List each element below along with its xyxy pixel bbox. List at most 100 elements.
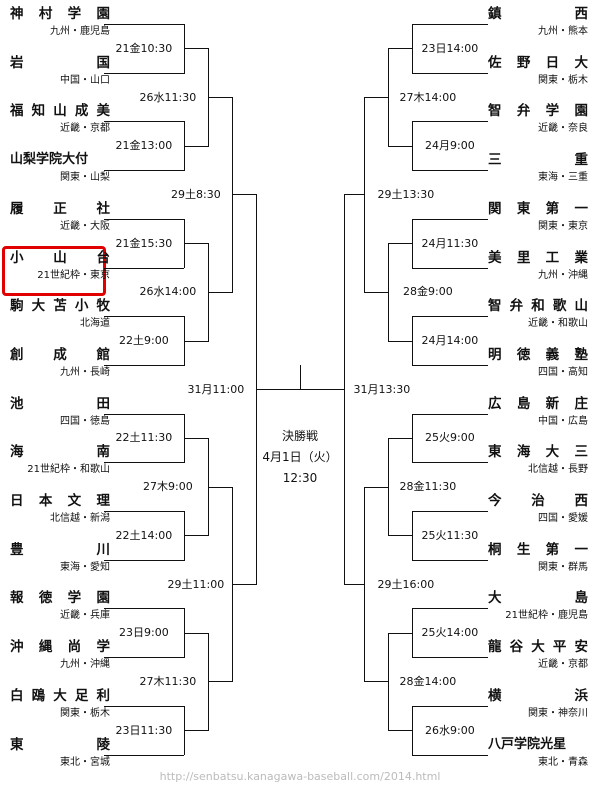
bracket-line bbox=[412, 121, 488, 123]
bracket-line bbox=[412, 413, 488, 415]
team-name: 三重 bbox=[488, 152, 588, 169]
bracket-line bbox=[412, 170, 488, 172]
team-region: 九州・鹿児島 bbox=[50, 26, 110, 37]
left-r1-time: 22土11:30 bbox=[114, 431, 174, 445]
bracket-line bbox=[184, 632, 208, 634]
right-r3-time: 29土13:30 bbox=[376, 187, 436, 201]
team-region: 北信越・新潟 bbox=[50, 513, 110, 524]
bracket-line bbox=[104, 511, 184, 512]
team-region: 21世紀枠・鹿児島 bbox=[505, 610, 588, 622]
right-r2-time: 28金9:00 bbox=[402, 285, 454, 299]
right-r1-time: 25火14:00 bbox=[420, 626, 480, 640]
right-team-2: 佐野日大関東・栃木 bbox=[488, 52, 588, 96]
team-name: 東海大三 bbox=[488, 444, 588, 461]
left-r1-time: 23日11:30 bbox=[114, 723, 174, 737]
final-info: 決勝戦 4月1日（火） 12:30 bbox=[262, 426, 338, 489]
team-name: 沖縄尚学 bbox=[10, 639, 110, 656]
bracket-line bbox=[364, 681, 388, 683]
bracket-line bbox=[104, 559, 184, 561]
left-team-16: 東陵東北・宮城 bbox=[10, 734, 110, 778]
right-team-13: 大島 21世紀枠・鹿児島 bbox=[488, 587, 588, 631]
bracket-line bbox=[104, 72, 184, 74]
bracket-line bbox=[232, 194, 256, 196]
bracket-line bbox=[104, 121, 184, 123]
team-name: 福知山成美 bbox=[10, 103, 110, 120]
team-name: 桐生第一 bbox=[488, 541, 588, 558]
bracket-line bbox=[208, 97, 232, 99]
bracket-line bbox=[184, 243, 208, 245]
bracket-line bbox=[412, 511, 413, 561]
bracket-line bbox=[184, 48, 208, 50]
right-team-9: 広島新庄中国・広島 bbox=[488, 393, 588, 437]
team-region: 東北・青森 bbox=[538, 756, 588, 768]
bracket-line bbox=[344, 584, 364, 586]
bracket-line bbox=[388, 243, 412, 245]
team-region: 東北・宮城 bbox=[60, 756, 110, 768]
left-team-5: 履正社近畿・大阪 bbox=[10, 198, 110, 242]
team-name: 履正社 bbox=[10, 200, 110, 217]
bracket-line bbox=[412, 462, 488, 464]
team-region: 関東・群馬 bbox=[538, 561, 588, 573]
team-name: 日本文理 bbox=[10, 493, 110, 509]
team-region: 近畿・大阪 bbox=[60, 220, 110, 232]
bracket-line bbox=[104, 316, 184, 318]
bracket-line bbox=[208, 291, 232, 293]
bracket-line bbox=[412, 218, 488, 220]
bracket-line bbox=[412, 316, 488, 318]
team-name: 八戸学院光星 bbox=[488, 736, 567, 752]
right-r1-time: 24月11:30 bbox=[420, 236, 480, 250]
bracket-line bbox=[412, 218, 413, 269]
bracket-line bbox=[104, 413, 184, 415]
right-team-6: 美里工業九州・沖縄 bbox=[488, 247, 588, 291]
team-region: 21世紀枠・和歌山 bbox=[27, 464, 110, 476]
left-r1-time: 23日9:00 bbox=[118, 626, 170, 640]
bracket-line bbox=[388, 48, 412, 50]
team-region: 近畿・京都 bbox=[60, 123, 110, 135]
team-name: 横浜 bbox=[488, 687, 588, 704]
bracket-line bbox=[388, 632, 389, 732]
team-region: 四国・高知 bbox=[538, 366, 588, 378]
bracket-line bbox=[104, 608, 184, 610]
left-r3-time: 29土11:00 bbox=[166, 577, 226, 591]
highlight-box bbox=[2, 246, 106, 296]
bracket-line bbox=[364, 486, 388, 488]
bracket-line bbox=[412, 608, 413, 659]
team-name: 鎮西 bbox=[488, 6, 588, 22]
team-region: 近畿・和歌山 bbox=[528, 318, 588, 330]
team-name: 明徳義塾 bbox=[488, 346, 588, 363]
team-name: 神村学園 bbox=[10, 6, 110, 22]
right-team-16: 八戸学院光星東北・青森 bbox=[488, 734, 588, 778]
team-name: 白鴎大足利 bbox=[10, 687, 110, 704]
team-region: 九州・沖縄 bbox=[538, 269, 588, 281]
bracket-line bbox=[184, 535, 208, 537]
bracket-line bbox=[104, 170, 184, 172]
bracket-line bbox=[388, 340, 412, 342]
right-team-8: 明徳義塾四国・高知 bbox=[488, 344, 588, 388]
left-team-4: 山梨学院大付関東・山梨 bbox=[10, 149, 110, 193]
team-region: 北海道 bbox=[80, 318, 110, 330]
bracket-line bbox=[388, 730, 412, 732]
team-region: 九州・長崎 bbox=[60, 366, 110, 378]
bracket-line bbox=[412, 705, 413, 756]
team-region: 関東・栃木 bbox=[538, 74, 588, 86]
right-r1-time: 26水9:00 bbox=[424, 723, 476, 737]
team-region: 中国・広島 bbox=[538, 415, 588, 427]
left-sf-time: 31月11:00 bbox=[186, 382, 246, 396]
footer-url: http://senbatsu.kanagawa-baseball.com/20… bbox=[159, 770, 441, 783]
bracket-line bbox=[412, 121, 413, 172]
bracket-line bbox=[104, 24, 184, 25]
team-name: 智弁和歌山 bbox=[488, 298, 588, 315]
team-name: 大島 bbox=[488, 590, 588, 607]
left-team-11: 日本文理北信越・新潟 bbox=[10, 490, 110, 534]
bracket-line bbox=[412, 72, 488, 74]
bracket-line bbox=[388, 437, 389, 537]
right-team-5: 関東第一関東・東京 bbox=[488, 198, 588, 242]
team-region: 関東・神奈川 bbox=[528, 707, 588, 719]
team-name: 豊川 bbox=[10, 541, 110, 558]
bracket-line bbox=[364, 291, 388, 293]
team-region: 関東・栃木 bbox=[60, 707, 110, 719]
team-region: 近畿・京都 bbox=[538, 659, 588, 671]
team-name: 東陵 bbox=[10, 736, 110, 753]
